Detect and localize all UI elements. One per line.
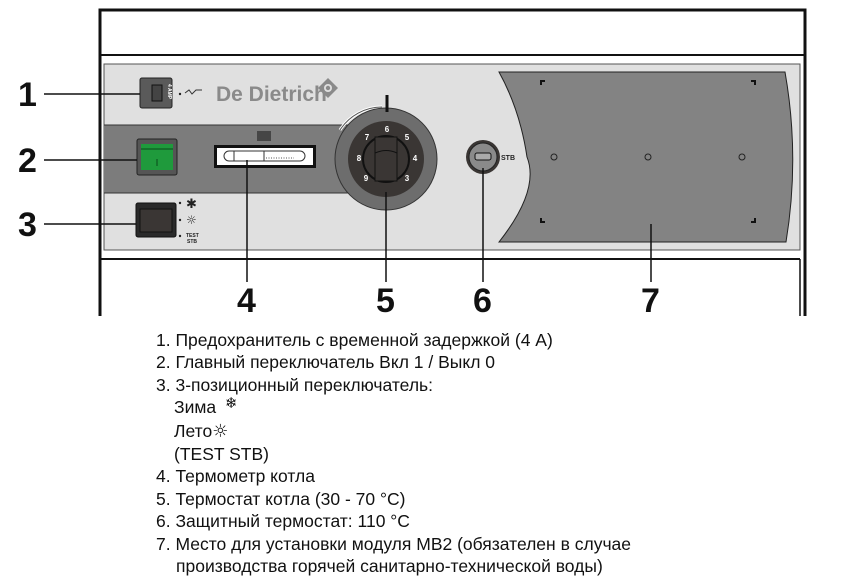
summer-sun-icon: ☼ <box>186 213 197 227</box>
dial-number-9: 9 <box>364 174 369 183</box>
legend-item-2: 2. Главный переключатель Вкл 1 / Выкл 0 <box>156 352 496 373</box>
dial-number-5: 5 <box>405 133 410 142</box>
dial-number-6: 6 <box>385 125 390 134</box>
legend-item-3-test: (TEST STB) <box>174 444 269 465</box>
mb2-module-slot <box>497 71 794 243</box>
stb-label: STB <box>501 155 515 162</box>
test-stb-label: TEST <box>186 233 199 239</box>
test-stb-label-2: STB <box>187 239 197 245</box>
dial-number-3: 3 <box>405 174 410 183</box>
callout-1: 1 <box>18 76 37 114</box>
fuse-symbol-icon <box>184 89 202 95</box>
winter-label: Зима <box>174 397 217 418</box>
mode-switch[interactable] <box>135 202 177 238</box>
callout-7: 7 <box>641 282 660 320</box>
legend-item-7-cont: производства горячей санитарно-техническ… <box>176 556 603 577</box>
legend-item-5: 5. Термостат котла (30 - 70 °C) <box>156 488 406 509</box>
callout-5: 5 <box>376 282 395 320</box>
brand-logo: De Dietrich <box>216 83 327 106</box>
callout-3: 3 <box>18 206 37 244</box>
main-power-switch[interactable] <box>136 138 178 176</box>
winter-snowflake-icon: ✱ <box>186 197 197 212</box>
legend-item-3: 3. 3-позиционный переключатель: <box>156 374 434 395</box>
boiler-thermometer <box>214 131 316 168</box>
dial-number-4: 4 <box>413 154 418 163</box>
sun-icon: ☼ <box>212 420 229 442</box>
callout-4: 4 <box>237 282 256 320</box>
legend-item-4: 4. Термометр котла <box>156 466 315 487</box>
dial-number-8: 8 <box>357 154 362 163</box>
callout-2: 2 <box>18 142 37 180</box>
fuse-holder[interactable]: 4 AMP <box>139 77 202 109</box>
legend-item-1: 1. Предохранитель с временной задержкой … <box>156 330 553 350</box>
summer-label: Лето <box>174 420 213 441</box>
legend-item-3-winter: Зима ❄ <box>156 394 631 419</box>
dial-number-7: 7 <box>365 133 370 142</box>
fuse-rating-label: 4 AMP <box>166 84 172 100</box>
legend-list: 1. Предохранитель с временной задержкой … <box>156 329 631 577</box>
legend-item-3-summer: Лето☼ <box>156 420 631 443</box>
snowflake-icon: ❄ <box>224 394 238 413</box>
callout-6: 6 <box>473 282 492 320</box>
boiler-housing <box>98 8 807 316</box>
boiler-thermostat-dial[interactable]: 6 5 4 3 7 8 9 <box>334 95 438 211</box>
legend-item-6: 6. Защитный термостат: 110 °C <box>156 511 410 532</box>
legend-item-7: 7. Место для установки модуля MB2 (обяза… <box>156 533 632 554</box>
brand-diamond-icon <box>318 78 338 98</box>
leader-lines <box>44 93 652 282</box>
